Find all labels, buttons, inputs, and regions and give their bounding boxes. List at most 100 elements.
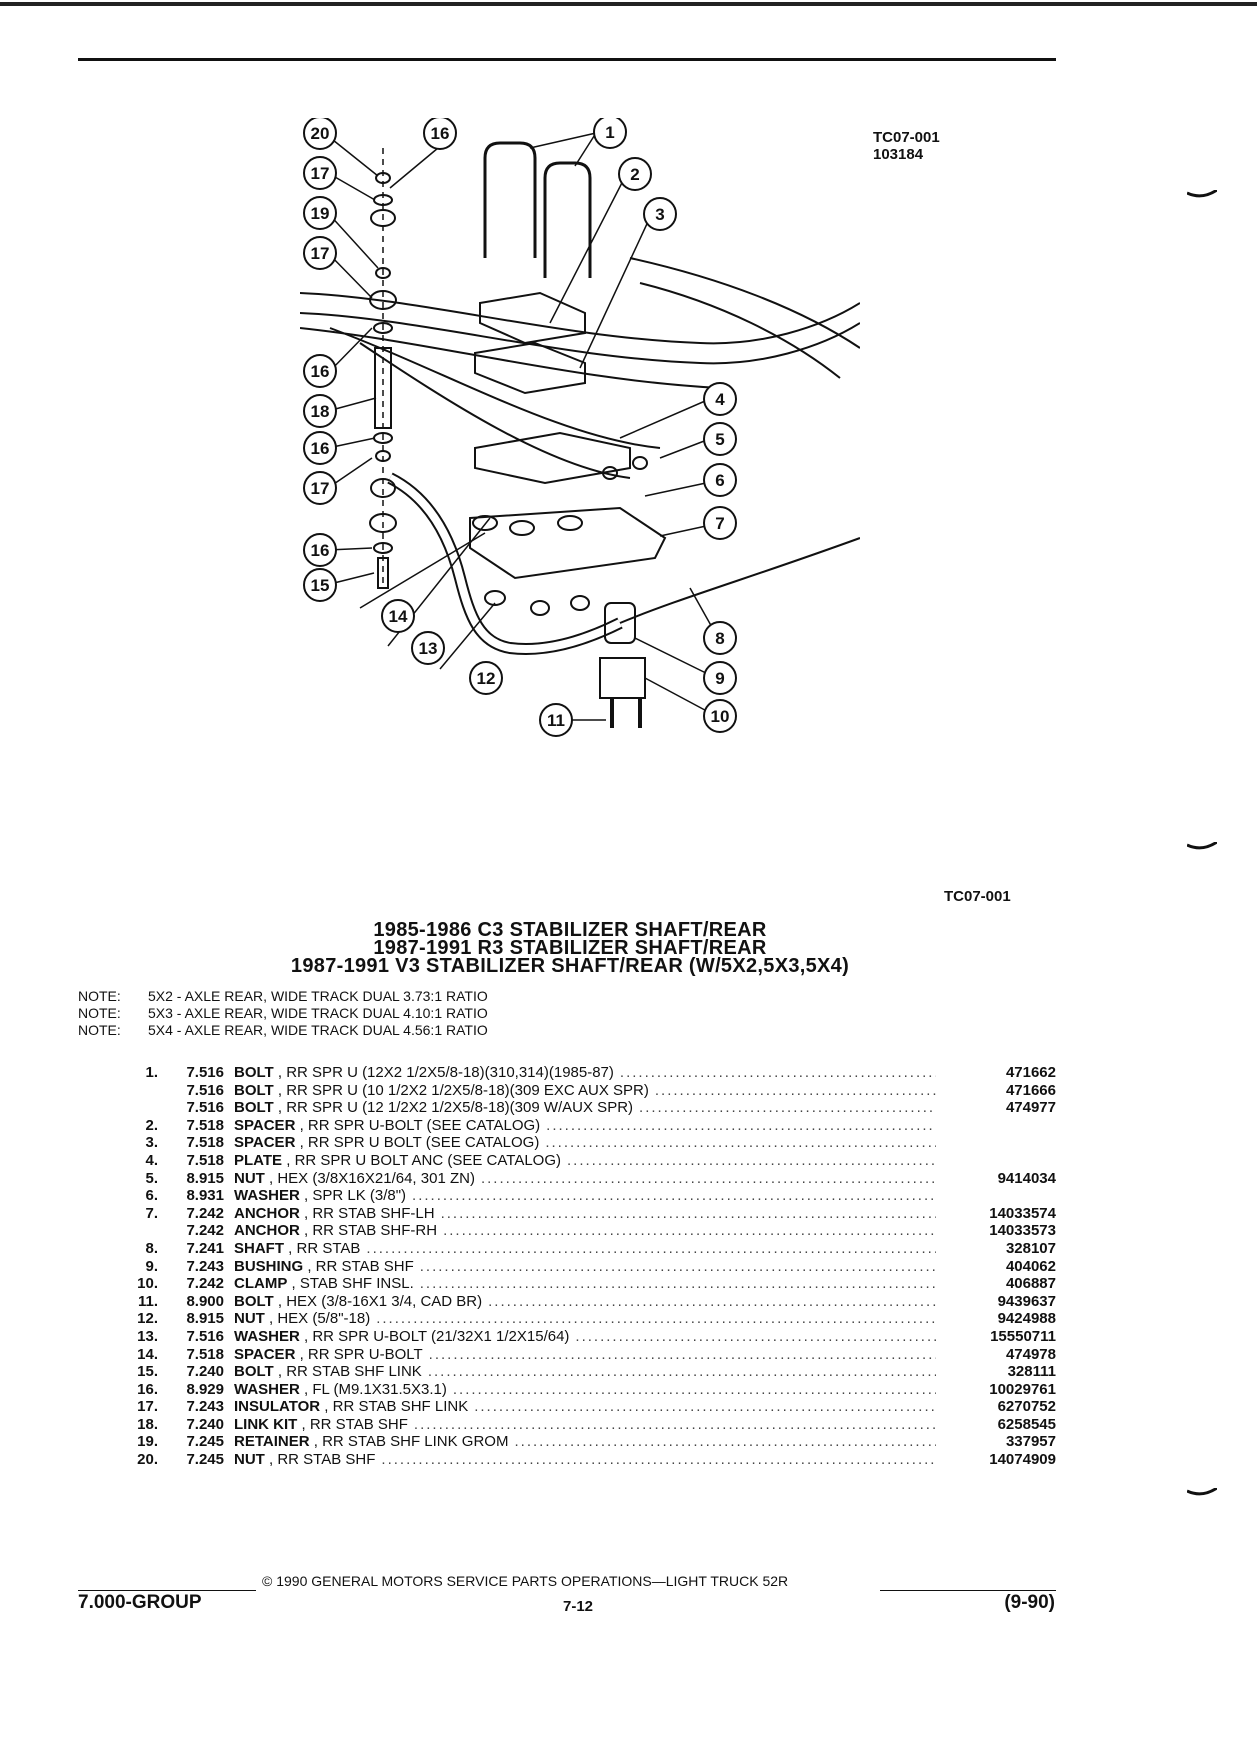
svg-text:15: 15	[311, 576, 330, 595]
callout-9: 9	[703, 661, 737, 695]
part-name: BOLT	[234, 1363, 274, 1381]
callout-20: 20	[303, 118, 337, 150]
part-detail: , FL (M9.1X31.5X3.1)	[299, 1380, 447, 1398]
group-number: 7.516	[186, 1081, 224, 1099]
part-description: CLAMP , STAB SHF INSL...................…	[234, 1275, 936, 1293]
group-number: 7.242	[186, 1275, 224, 1293]
part-description: BOLT , RR STAB SHF LINK.................…	[234, 1363, 936, 1381]
dot-leader: ........................................…	[443, 1222, 936, 1240]
diagram-linework	[300, 141, 860, 728]
footer-page-number: 7-12	[562, 1598, 594, 1615]
dot-leader: ........................................…	[514, 1433, 936, 1451]
part-description: NUT , HEX (3/8X16X21/64, 301 ZN)........…	[234, 1170, 936, 1188]
part-number: 9414034	[997, 1169, 1056, 1187]
part-name: WASHER	[234, 1380, 300, 1398]
group-number: 7.516	[186, 1064, 224, 1081]
part-description: BOLT , RR SPR U (10 1/2X2 1/2X5/8-18)(30…	[234, 1082, 936, 1100]
part-description: BOLT , HEX (3/8-16X1 3/4, CAD BR).......…	[234, 1293, 936, 1311]
svg-text:4: 4	[715, 390, 725, 409]
dot-leader: ........................................…	[575, 1327, 936, 1345]
part-number: 474978	[1005, 1345, 1056, 1363]
item-number: 11.	[137, 1292, 158, 1310]
part-description: SHAFT , RR STAB.........................…	[234, 1240, 936, 1258]
dot-leader: ........................................…	[567, 1151, 936, 1169]
part-name: BOLT	[234, 1292, 274, 1310]
svg-text:11: 11	[547, 711, 565, 730]
part-description: ANCHOR , RR STAB SHF-RH.................…	[234, 1222, 936, 1240]
svg-text:13: 13	[419, 639, 438, 658]
part-description: BOLT , RR SPR U (12 1/2X2 1/2X5/8-18)(30…	[234, 1099, 936, 1117]
part-number: 14033574	[989, 1204, 1056, 1222]
title-line-1: 1985-1986 C3 STABILIZER SHAFT/REAR	[373, 919, 767, 941]
callout-16-c: 16	[303, 431, 337, 465]
dot-leader: ........................................…	[546, 1116, 936, 1134]
part-detail: , RR SPR U (10 1/2X2 1/2X5/8-18)(309 EXC…	[273, 1081, 649, 1099]
item-number: 3.	[145, 1134, 158, 1152]
part-name: ANCHOR	[234, 1204, 300, 1222]
group-number: 7.241	[186, 1239, 224, 1257]
callout-15: 15	[303, 568, 337, 602]
callout-4: 4	[703, 382, 737, 416]
part-number: 9424988	[997, 1310, 1056, 1328]
item-number: 14.	[137, 1345, 158, 1363]
exploded-parts-diagram: 1 2 3 4 5 6 7 8 9 10 11 12 13 14 15 16 1…	[300, 118, 860, 737]
margin-mark	[1187, 1488, 1217, 1496]
item-number: 6.	[145, 1187, 158, 1205]
group-number: 7.242	[186, 1204, 224, 1222]
ref-code-top: TC07-001 103184	[873, 129, 940, 163]
part-description: SPACER , RR SPR U-BOLT (SEE CATALOG)....…	[234, 1117, 936, 1135]
part-detail: , HEX (3/8X16X21/64, 301 ZN)	[264, 1169, 475, 1187]
part-name: SPACER	[234, 1345, 296, 1363]
callout-8: 8	[703, 621, 737, 655]
svg-text:18: 18	[311, 402, 330, 421]
ref-code-bottom: TC07-001	[944, 888, 1011, 905]
part-description: NUT , HEX (5/8"-18).....................…	[234, 1310, 936, 1328]
part-number: 337957	[1005, 1433, 1056, 1451]
part-name: BOLT	[234, 1099, 274, 1117]
scan-top-edge	[0, 2, 1257, 6]
part-name: NUT	[234, 1451, 265, 1469]
svg-text:1: 1	[605, 123, 614, 142]
note-row: NOTE:5X2 - AXLE REAR, WIDE TRACK DUAL 3.…	[78, 988, 488, 1005]
part-name: BUSHING	[234, 1257, 304, 1275]
part-name: BOLT	[234, 1064, 274, 1081]
dot-leader: ........................................…	[440, 1204, 936, 1222]
callout-17-b: 17	[303, 236, 337, 270]
group-number: 7.243	[186, 1257, 224, 1275]
part-detail: , HEX (3/8-16X1 3/4, CAD BR)	[273, 1292, 483, 1310]
header-rule	[78, 58, 1056, 61]
part-number: 471666	[1005, 1081, 1056, 1099]
part-name: NUT	[234, 1169, 265, 1187]
dot-leader: ........................................…	[474, 1398, 936, 1416]
callout-1: 1	[593, 118, 627, 149]
part-description: WASHER , FL (M9.1X31.5X3.1).............…	[234, 1381, 936, 1399]
part-name: PLATE	[234, 1151, 283, 1169]
dot-leader: ........................................…	[413, 1415, 936, 1433]
footer-rule-right	[880, 1590, 1056, 1591]
svg-text:17: 17	[311, 244, 330, 263]
part-description: SPACER , RR SPR U BOLT (SEE CATALOG)....…	[234, 1134, 936, 1152]
item-number: 2.	[145, 1116, 158, 1134]
note-label: NOTE:	[78, 988, 121, 1004]
item-number: 10.	[137, 1275, 158, 1293]
group-number: 7.516	[186, 1327, 224, 1345]
callout-16-d: 16	[303, 533, 337, 567]
svg-text:12: 12	[477, 669, 496, 688]
item-number: 13.	[137, 1327, 158, 1345]
svg-text:20: 20	[311, 124, 330, 143]
dot-leader: ........................................…	[452, 1380, 936, 1398]
group-number: 8.931	[186, 1187, 224, 1205]
svg-text:17: 17	[311, 164, 330, 183]
part-name: WASHER	[234, 1187, 300, 1205]
svg-text:8: 8	[715, 629, 724, 648]
part-detail: , RR STAB SHF	[264, 1451, 376, 1469]
svg-text:17: 17	[311, 479, 330, 498]
